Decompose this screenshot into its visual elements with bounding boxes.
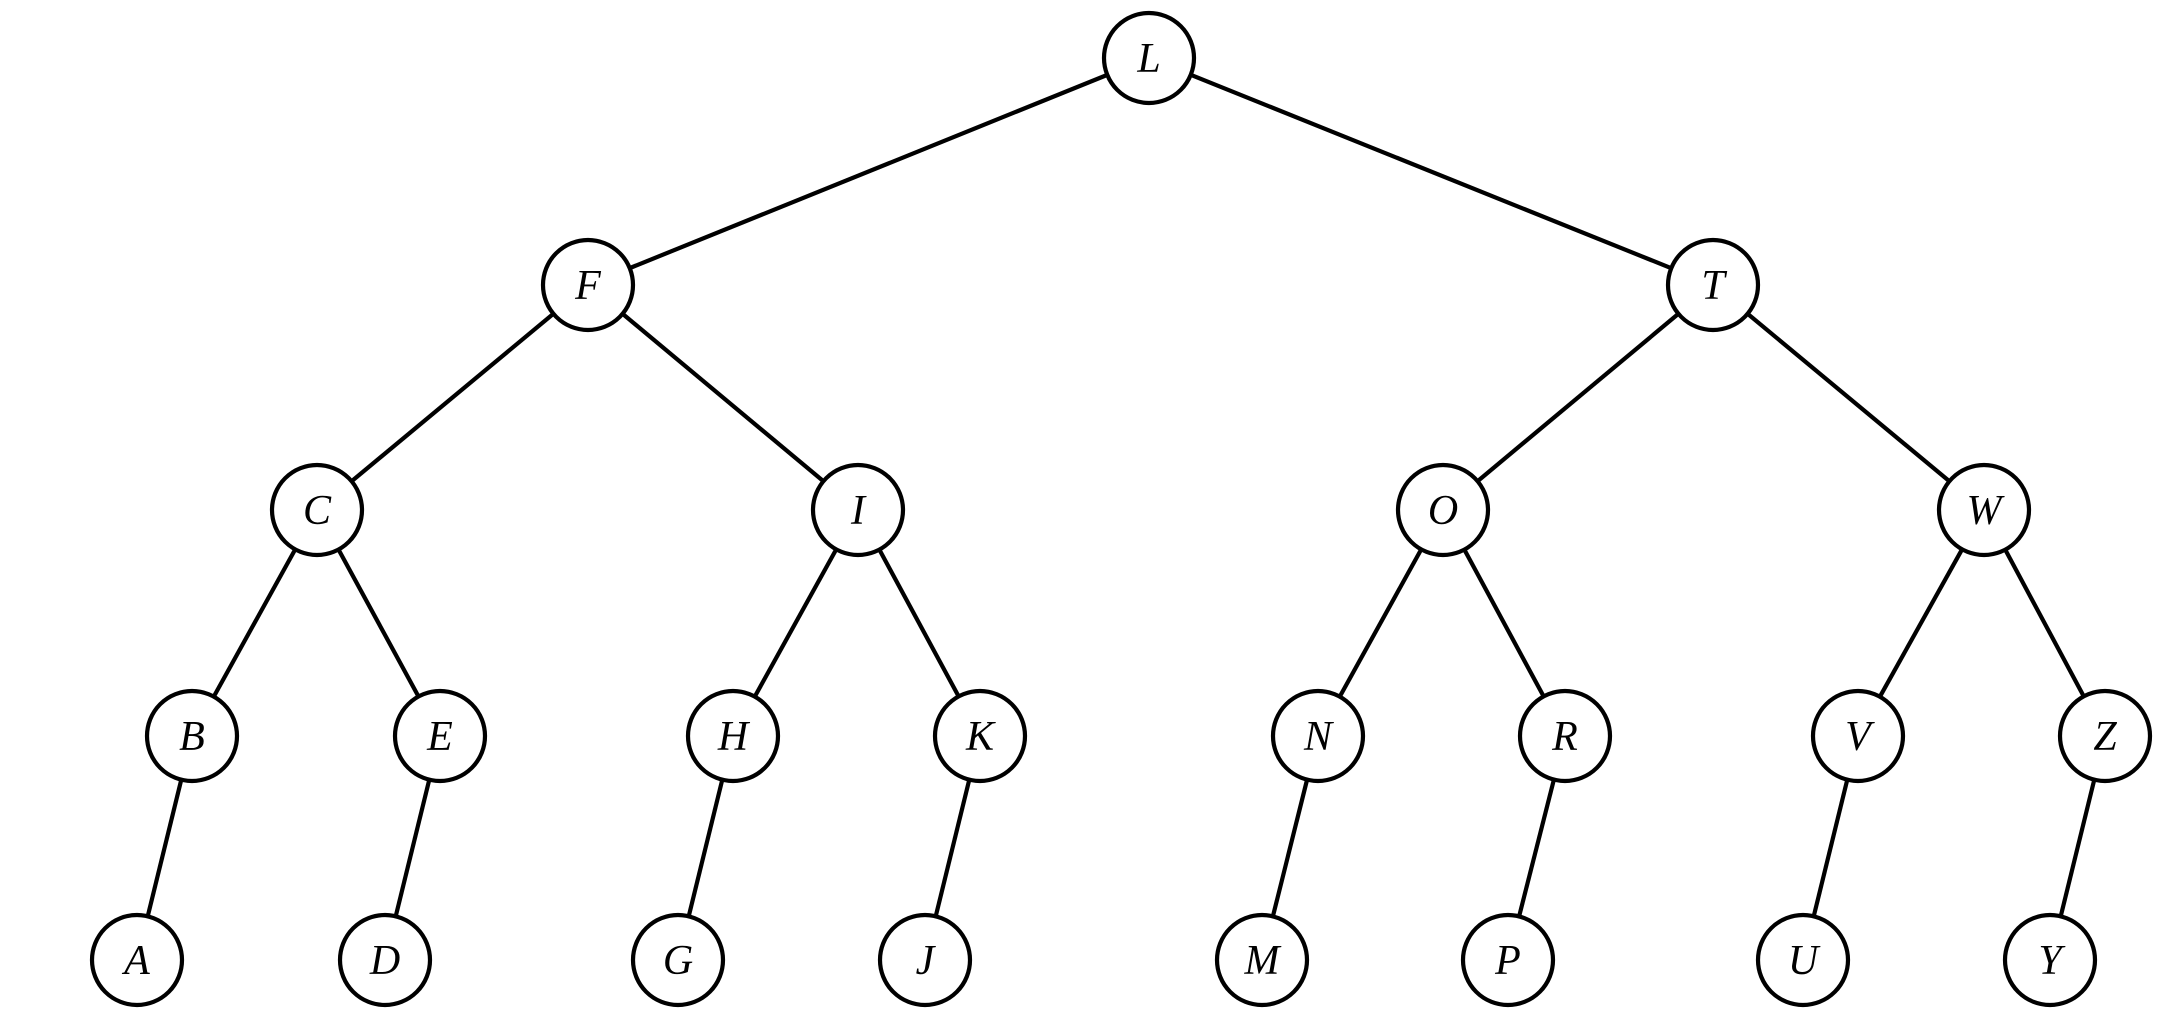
node-circle-r[interactable] (1517, 688, 1613, 784)
node-label-e: E (426, 714, 453, 760)
node-label-u: U (1788, 938, 1821, 984)
node-circle-f[interactable] (540, 237, 636, 333)
tree-edge-o-n (1337, 547, 1424, 699)
tree-node-h[interactable]: H (685, 688, 781, 784)
node-label-r: R (1551, 714, 1578, 760)
node-circle-a[interactable] (89, 912, 185, 1008)
tree-node-e[interactable]: E (392, 688, 488, 784)
tree-edge-f-i (620, 311, 826, 484)
tree-node-a[interactable]: A (89, 912, 185, 1008)
tree-edge-e-d (393, 778, 432, 918)
node-circle-y[interactable] (2002, 912, 2098, 1008)
node-label-p: P (1494, 938, 1521, 984)
tree-node-m[interactable]: M (1214, 912, 1310, 1008)
node-circle-t[interactable] (1665, 237, 1761, 333)
node-circle-j[interactable] (877, 912, 973, 1008)
node-label-j: J (916, 938, 937, 984)
tree-node-u[interactable]: U (1755, 912, 1851, 1008)
node-circle-b[interactable] (144, 688, 240, 784)
node-circle-g[interactable] (630, 912, 726, 1008)
tree-edge-k-j (933, 778, 972, 918)
tree-edge-r-p (1516, 778, 1557, 918)
tree-node-k[interactable]: K (932, 688, 1028, 784)
node-label-i: I (850, 488, 867, 534)
node-circle-e[interactable] (392, 688, 488, 784)
tree-node-j[interactable]: J (877, 912, 973, 1008)
tree-edge-l-t (1189, 72, 1673, 271)
node-circle-v[interactable] (1810, 688, 1906, 784)
node-label-f: F (574, 263, 601, 309)
node-label-m: M (1244, 938, 1282, 984)
tree-edge-w-v (1877, 547, 1965, 699)
tree-node-w[interactable]: W (1936, 462, 2032, 558)
tree-node-z[interactable]: Z (2057, 688, 2153, 784)
node-circle-z[interactable] (2057, 688, 2153, 784)
node-circle-c[interactable] (269, 462, 365, 558)
tree-edge-c-b (211, 547, 298, 699)
tree-edge-i-h (752, 547, 839, 699)
node-label-w: W (1967, 488, 2006, 534)
node-circle-n[interactable] (1270, 688, 1366, 784)
tree-node-g[interactable]: G (630, 912, 726, 1008)
tree-edge-v-u (1811, 778, 1850, 918)
node-circle-l[interactable] (1101, 10, 1197, 106)
tree-node-d[interactable]: D (337, 912, 433, 1008)
tree-edge-t-o (1475, 311, 1681, 484)
tree-node-v[interactable]: V (1810, 688, 1906, 784)
tree-edge-l-f (627, 72, 1110, 271)
tree-node-l[interactable]: L (1101, 10, 1197, 106)
node-label-g: G (663, 938, 693, 984)
node-label-c: C (303, 488, 332, 534)
node-circle-w[interactable] (1936, 462, 2032, 558)
tree-node-f[interactable]: F (540, 237, 636, 333)
node-circle-o[interactable] (1395, 462, 1491, 558)
tree-node-y[interactable]: Y (2002, 912, 2098, 1008)
node-label-h: H (717, 714, 751, 760)
node-label-v: V (1845, 714, 1875, 760)
tree-node-n[interactable]: N (1270, 688, 1366, 784)
edge-layer (145, 72, 2097, 918)
node-circle-u[interactable] (1755, 912, 1851, 1008)
node-circle-h[interactable] (685, 688, 781, 784)
node-label-l: L (1136, 36, 1160, 82)
node-label-z: Z (2093, 714, 2117, 760)
node-circle-m[interactable] (1214, 912, 1310, 1008)
node-circle-i[interactable] (810, 462, 906, 558)
node-layer: L F T C I O W B E H K N R V Z A D G J M P U Y (89, 10, 2153, 1008)
node-label-b: B (179, 714, 205, 760)
node-circle-d[interactable] (337, 912, 433, 1008)
node-label-k: K (965, 714, 996, 760)
tree-edge-i-k (877, 547, 961, 699)
node-label-t: T (1701, 263, 1727, 309)
tree-edge-b-a (145, 778, 184, 918)
tree-edge-f-c (349, 311, 556, 484)
node-label-n: N (1303, 714, 1334, 760)
tree-node-p[interactable]: P (1460, 912, 1556, 1008)
node-label-d: D (369, 938, 400, 984)
tree-edge-t-w (1745, 311, 1952, 484)
tree-node-i[interactable]: I (810, 462, 906, 558)
tree-node-b[interactable]: B (144, 688, 240, 784)
node-circle-p[interactable] (1460, 912, 1556, 1008)
tree-node-t[interactable]: T (1665, 237, 1761, 333)
node-label-o: O (1428, 488, 1458, 534)
node-label-a: A (121, 938, 150, 984)
tree-node-c[interactable]: C (269, 462, 365, 558)
tree-edge-h-g (686, 778, 725, 918)
tree-edge-n-m (1270, 778, 1310, 918)
tree-node-o[interactable]: O (1395, 462, 1491, 558)
tree-edge-c-e (336, 547, 421, 699)
tree-node-r[interactable]: R (1517, 688, 1613, 784)
tree-edge-o-r (1462, 547, 1546, 699)
tree-edge-w-z (2002, 547, 2087, 699)
tree-edge-z-y (2058, 778, 2097, 918)
node-circle-k[interactable] (932, 688, 1028, 784)
node-label-y: Y (2038, 938, 2066, 984)
